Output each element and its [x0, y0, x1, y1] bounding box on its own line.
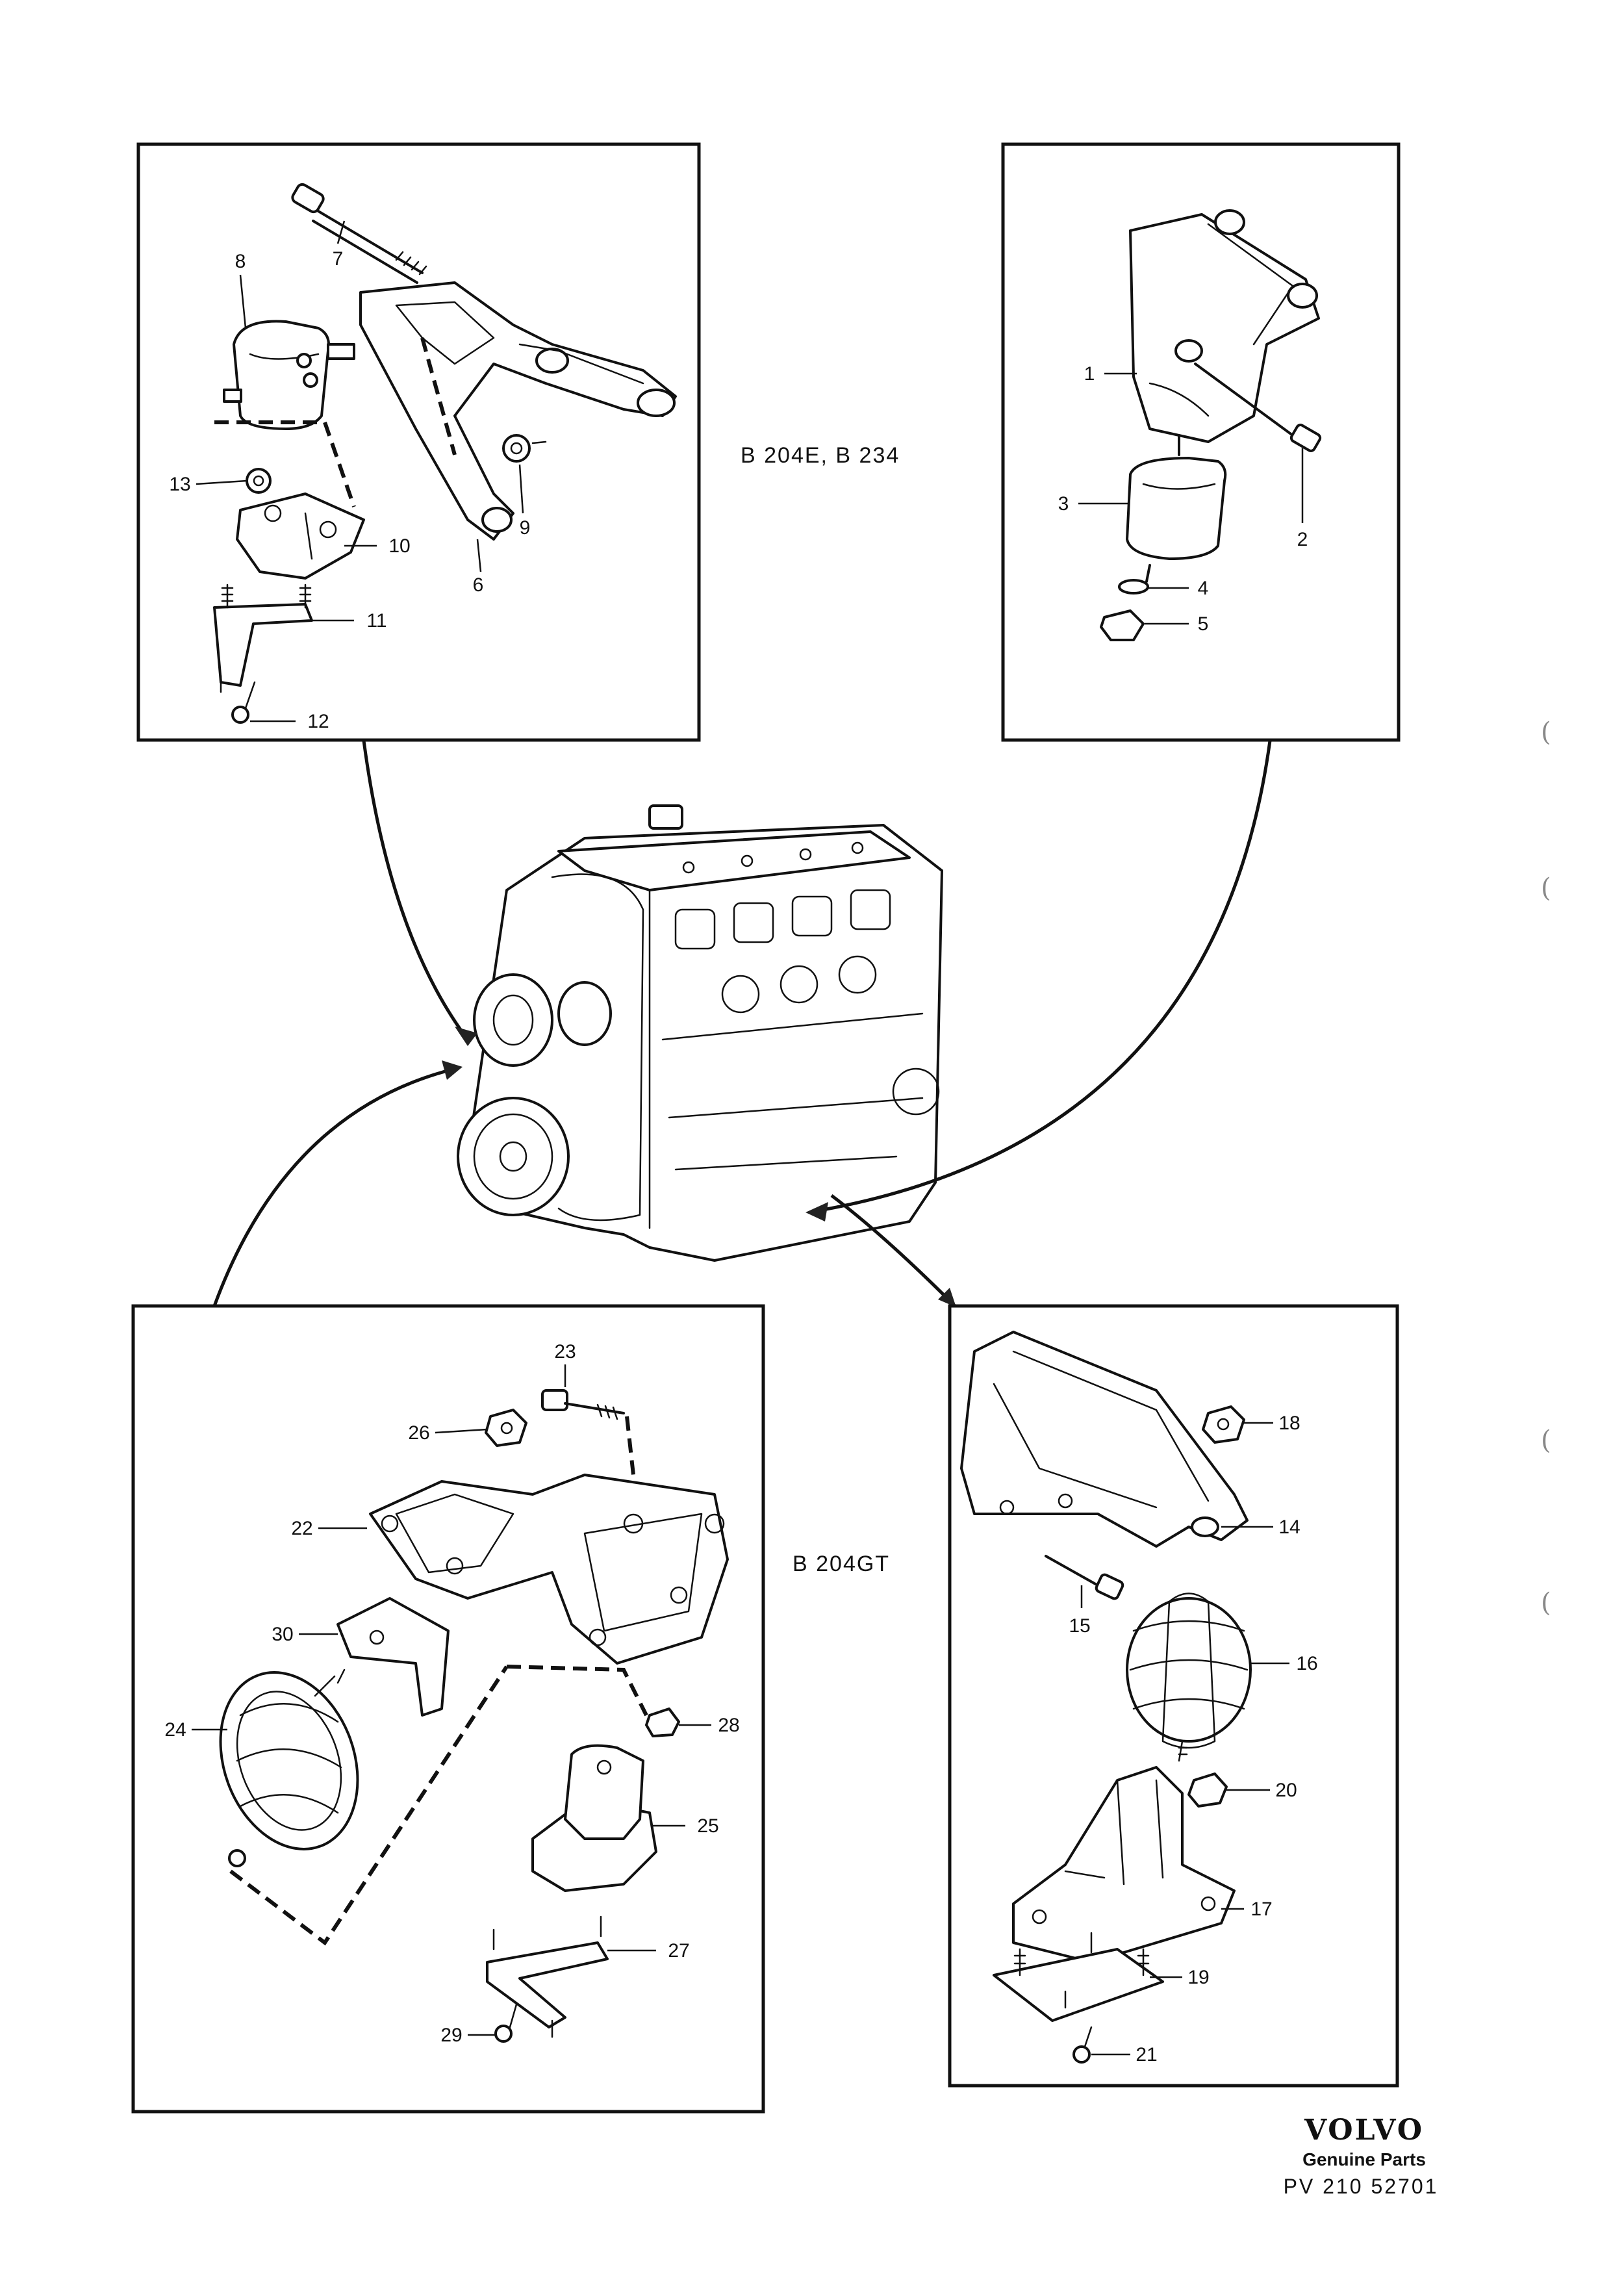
part-nut-18	[1202, 1405, 1245, 1444]
callout-17: 17	[1250, 1899, 1272, 1920]
callout-21: 21	[1136, 2044, 1157, 2065]
margin-mark: (	[1541, 717, 1551, 747]
callout-27: 27	[668, 1940, 689, 1962]
part-rubber-mount-16	[1126, 1592, 1252, 1762]
callout-5: 5	[1198, 613, 1209, 635]
callout-13: 13	[169, 474, 190, 495]
callout-12: 12	[307, 711, 329, 732]
callout-4: 4	[1198, 578, 1209, 599]
part-screw-12	[231, 681, 256, 724]
callout-15: 15	[1069, 1615, 1090, 1637]
callout-6: 6	[473, 574, 484, 596]
part-long-bolt	[291, 183, 427, 284]
callout-11: 11	[366, 610, 387, 632]
callout-14: 14	[1278, 1516, 1300, 1538]
callout-18: 18	[1278, 1413, 1300, 1434]
callout-23: 23	[554, 1341, 576, 1362]
callout-26: 26	[408, 1422, 429, 1444]
part-screw-21	[1072, 2026, 1093, 2064]
volvo-logo: VOLVO	[1304, 2114, 1424, 2147]
margin-mark: (	[1541, 1588, 1551, 1618]
panel-top-right: 1 2 3 4 5	[1001, 142, 1401, 742]
panel-bottom-left: 23 26 22 30 24 28 25 27 29	[131, 1304, 765, 2114]
engine-label-lower: B 204GT	[793, 1552, 890, 1576]
part-number-code: PV 210 52701	[1284, 2175, 1439, 2198]
callout-30: 30	[272, 1624, 293, 1645]
arrow-bottom-left-to-engine	[212, 1067, 455, 1307]
part-round-mount	[219, 1669, 359, 1867]
part-nut-13	[246, 468, 272, 494]
part-small-bracket	[336, 1597, 450, 1717]
callout-1: 1	[1084, 363, 1095, 385]
callout-10: 10	[388, 535, 410, 557]
callout-19: 19	[1187, 1967, 1209, 1988]
part-bracket-14	[960, 1331, 1249, 1548]
engine-pulleys	[457, 973, 612, 1216]
part-pedestal	[1012, 1766, 1236, 1963]
panel-frame	[1001, 142, 1401, 742]
part-l-plate	[213, 583, 313, 693]
panel-bottom-right: 18 14 15 16 20 17 19 21	[948, 1304, 1399, 2088]
part-rubber-block	[1126, 434, 1227, 583]
brand-block: VOLVO Genuine Parts PV 210 52701	[1284, 2114, 1439, 2198]
part-large-bracket	[369, 1474, 729, 1665]
arrow-bottom-right-to-engine	[830, 1194, 956, 1307]
part-bolt-15	[1045, 1555, 1124, 1600]
arrow-top-right-to-engine	[811, 740, 1272, 1214]
part-bolt-23	[541, 1389, 625, 1420]
panel-top-left: 8 7 9 6 13 10 11 12	[136, 142, 701, 742]
callout-22: 22	[291, 1518, 312, 1539]
part-nut-9	[502, 434, 547, 463]
engine-block-illustration	[457, 804, 943, 1262]
engine-label-upper: B 204E, B 234	[741, 443, 900, 468]
part-l-plate-27	[486, 1915, 609, 2038]
margin-mark: (	[1541, 873, 1551, 903]
panel-frame	[948, 1304, 1399, 2088]
callout-24: 24	[164, 1719, 186, 1741]
part-base-plate	[993, 1932, 1164, 2022]
part-rubber-mount	[223, 320, 355, 430]
part-washer	[1118, 579, 1149, 595]
part-nut-20	[1187, 1772, 1228, 1808]
callout-25: 25	[697, 1815, 718, 1837]
callout-20: 20	[1275, 1780, 1297, 1801]
part-nut-28	[645, 1707, 680, 1737]
part-nut-26	[485, 1409, 527, 1447]
callout-29: 29	[440, 2025, 462, 2046]
callout-9: 9	[520, 517, 531, 539]
part-bolt-2	[1194, 363, 1322, 452]
callout-2: 2	[1297, 529, 1308, 550]
brand-subtitle: Genuine Parts	[1302, 2149, 1426, 2169]
panel-frame	[136, 142, 701, 742]
part-screw-29	[494, 2003, 518, 2043]
part-plate-bracket	[236, 492, 365, 580]
part-front-bracket	[1129, 209, 1320, 443]
callout-8: 8	[235, 251, 246, 272]
connection-arrows	[212, 740, 1272, 1307]
callout-16: 16	[1296, 1653, 1317, 1674]
callout-7: 7	[333, 248, 344, 270]
margin-mark: (	[1541, 1426, 1551, 1455]
part-small-mount	[531, 1744, 657, 1892]
arrow-top-left-to-engine	[362, 740, 470, 1041]
callout-28: 28	[718, 1715, 739, 1736]
panel-frame	[131, 1304, 765, 2114]
part-nut-5	[1100, 609, 1145, 641]
callout-3: 3	[1058, 493, 1069, 515]
part-bracket-arm	[359, 281, 677, 541]
